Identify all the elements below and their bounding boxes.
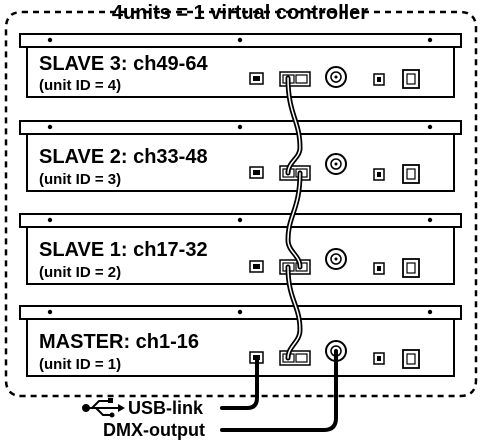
- power-input-icon: [373, 262, 385, 275]
- xlr-connector-icon: [325, 248, 347, 270]
- unit-id-master: (unit ID = 1): [39, 356, 122, 373]
- power-input-icon: [373, 168, 385, 181]
- unit-name-slave-3: SLAVE 3: ch49-64: [39, 53, 208, 75]
- power-switch-icon: [402, 164, 420, 184]
- xlr-connector-icon: [325, 66, 347, 88]
- unit-id-slave-1: (unit ID = 2): [39, 264, 122, 281]
- rear-panel-slave-1: [249, 248, 420, 278]
- power-switch-icon: [402, 258, 420, 278]
- diagram-title: 4units = 1 virtual controller: [111, 2, 369, 24]
- xlr-connector-icon: [325, 153, 347, 175]
- usb-icon: [82, 398, 125, 418]
- unit-name-slave-2: SLAVE 2: ch33-48: [39, 146, 208, 168]
- link-port-icon: [279, 350, 311, 366]
- unit-id-slave-2: (unit ID = 3): [39, 171, 122, 188]
- dmx-output-label: DMX-output: [103, 420, 205, 440]
- usb-port-icon: [249, 166, 264, 179]
- usb-port-icon: [249, 260, 264, 273]
- virtual-controller-group: [4, 10, 478, 398]
- rear-panel-slave-2: [249, 153, 420, 184]
- usb-link-label: USB-link: [128, 398, 204, 418]
- unit-name-master: MASTER: ch1-16: [39, 331, 200, 353]
- power-switch-icon: [402, 349, 420, 369]
- link-cables: [285, 75, 303, 361]
- unit-slave-2: [19, 120, 462, 192]
- power-input-icon: [373, 352, 385, 365]
- power-input-icon: [373, 73, 385, 86]
- unit-id-slave-3: (unit ID = 4): [39, 77, 122, 94]
- usb-cable: [220, 356, 259, 410]
- power-switch-icon: [402, 69, 420, 89]
- unit-master: [19, 305, 462, 377]
- link-port-icon: [279, 259, 311, 275]
- dmx-cable: [220, 349, 338, 432]
- unit-slave-3: [19, 33, 462, 98]
- link-port-icon: [279, 165, 311, 181]
- link-port-icon: [279, 71, 311, 87]
- unit-name-slave-1: SLAVE 1: ch17-32: [39, 239, 208, 261]
- output-cables: [220, 349, 338, 432]
- usb-port-icon: [249, 72, 264, 85]
